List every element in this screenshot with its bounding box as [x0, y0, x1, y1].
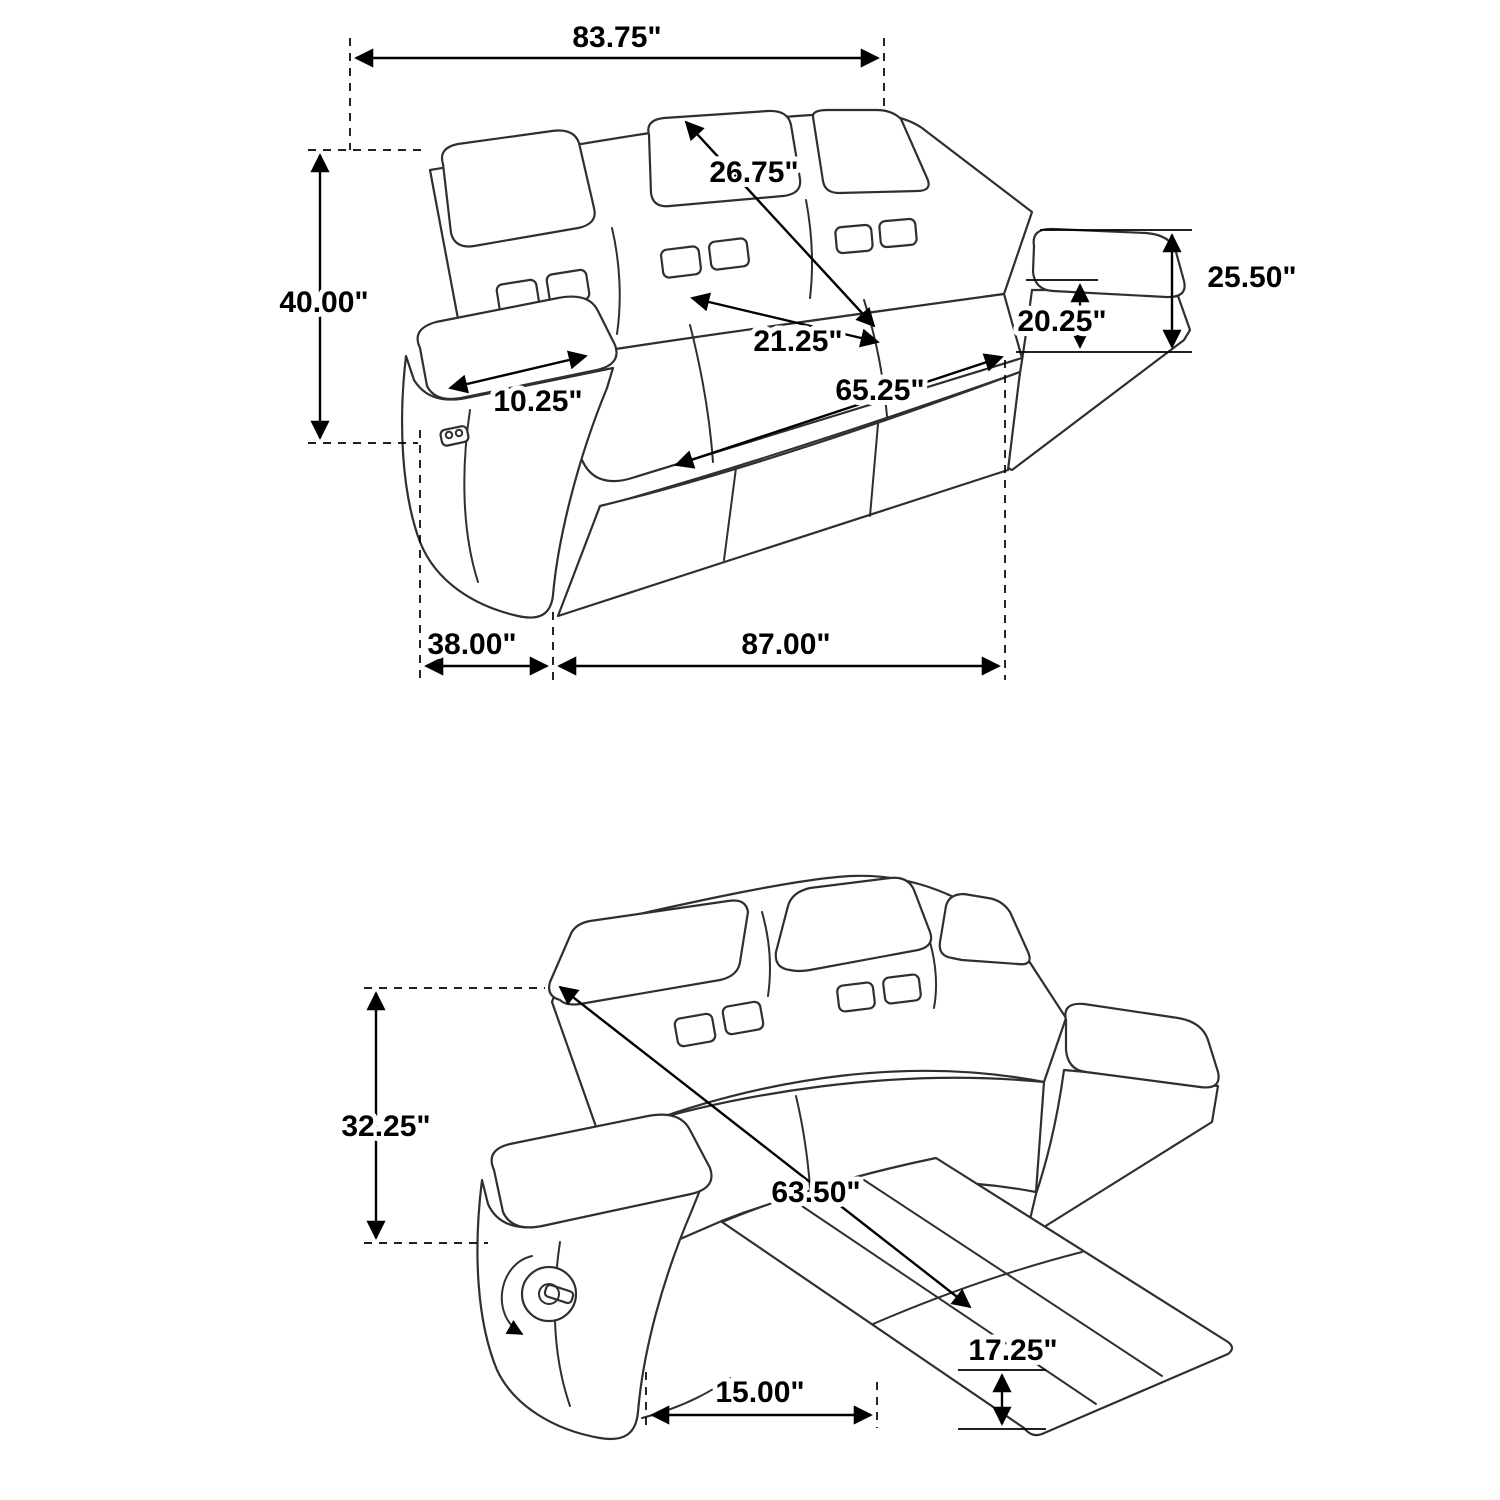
dim-seat-height: 20.25"	[1012, 279, 1112, 349]
dim-reclined-length: 63.50"	[558, 985, 972, 1309]
dim-arm-width: 10.25"	[448, 350, 588, 423]
switch-button	[444, 430, 454, 440]
dim-reclined-back-height: 32.25"	[336, 987, 545, 1244]
dim-label-footrest-height: 17.25"	[968, 1334, 1057, 1367]
dimension-arrow	[690, 292, 880, 348]
dim-overall-width: 83.75"	[349, 16, 885, 150]
right-arm-pad	[1064, 1002, 1220, 1089]
dim-label-back-cushion: 26.75"	[709, 156, 798, 189]
tuft-detail	[836, 981, 876, 1013]
reclined-dimension-annotations: 32.25" 63.50" 15.00" 17.25"	[336, 985, 1063, 1430]
dim-footrest-height: 17.25"	[958, 1329, 1063, 1430]
recline-lever-icon	[520, 1265, 578, 1323]
dim-label-seat-depth: 21.25"	[753, 325, 842, 358]
dim-label-seat-height: 20.25"	[1017, 305, 1106, 338]
dim-label-arm-height: 25.50"	[1207, 261, 1296, 294]
dimension-arrow	[558, 985, 972, 1309]
dim-label-reclined-wall-length: 87.00"	[741, 628, 830, 661]
power-recline-switch-icon	[439, 425, 470, 447]
headrest-pillow-left	[440, 129, 596, 248]
tuft-detail	[882, 973, 922, 1005]
switch-button	[454, 428, 464, 438]
reclined-sofa-view: 32.25" 63.50" 15.00" 17.25"	[336, 874, 1234, 1441]
dim-label-overall-width: 83.75"	[572, 21, 661, 54]
headrest-pillow-right	[938, 892, 1031, 966]
rotate-arrow-icon	[500, 1255, 533, 1335]
upright-sofa-view: 83.75" 26.75" 40.00" 25.50"	[274, 16, 1302, 680]
left-arm-seam	[553, 1241, 571, 1407]
dim-label-seat-width: 65.25"	[835, 374, 924, 407]
footrest-cross-seam	[872, 1251, 1083, 1325]
tuft-detail	[660, 245, 702, 279]
dim-label-footrest-extension: 15.00"	[715, 1376, 804, 1409]
dim-arm-height: 25.50"	[1016, 229, 1302, 353]
tuft-detail	[878, 217, 918, 249]
dim-label-reclined-length: 63.50"	[771, 1176, 860, 1209]
base-seam	[723, 467, 737, 561]
right-arm-body	[1026, 1068, 1220, 1234]
dim-seat-width: 65.25"	[674, 353, 1004, 469]
dim-label-reclined-back-height: 32.25"	[341, 1110, 430, 1143]
tuft-detail	[673, 1012, 717, 1048]
tuft-detail	[708, 237, 750, 271]
headrest-pillow-middle	[774, 876, 933, 973]
dim-label-overall-height: 40.00"	[279, 286, 368, 319]
dim-label-arm-width: 10.25"	[493, 385, 582, 418]
dimension-arrow	[684, 120, 876, 328]
reclined-sofa-illustration	[476, 874, 1234, 1441]
dim-reclined-wall-length: 87.00"	[557, 360, 1006, 680]
dim-overall-height: 40.00"	[274, 149, 424, 444]
dim-overall-depth: 38.00"	[419, 430, 554, 680]
dimension-arrow	[674, 353, 1004, 469]
right-arm-pad	[1031, 227, 1186, 299]
dim-label-overall-depth: 38.00"	[427, 628, 516, 661]
dimension-arrow	[448, 350, 588, 394]
upright-dimension-annotations: 83.75" 26.75" 40.00" 25.50"	[274, 16, 1302, 680]
dim-back-cushion: 26.75"	[684, 120, 876, 328]
backrest-seam	[611, 227, 621, 335]
tuft-detail	[721, 1000, 765, 1036]
tuft-detail	[834, 223, 874, 255]
dim-footrest-extension: 15.00"	[645, 1371, 878, 1428]
